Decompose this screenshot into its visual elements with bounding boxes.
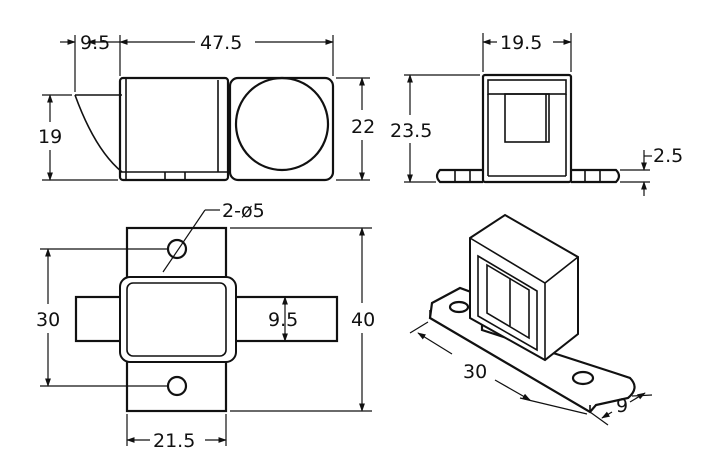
dim-top-bottom-width: 21.5 xyxy=(153,430,195,452)
iso-hole-left xyxy=(448,300,470,314)
dim-top-height: 30 xyxy=(36,309,60,331)
dim-end-height: 23.5 xyxy=(390,120,432,142)
side-view: 9.5 47.5 19 22 xyxy=(38,32,375,182)
isometric-view: 30 9 xyxy=(409,213,653,426)
dim-side-left-width: 9.5 xyxy=(80,32,110,54)
side-body-block xyxy=(118,76,230,182)
dim-iso-length: 30 xyxy=(463,361,487,383)
latch-curve xyxy=(74,94,123,173)
dim-top-overall: 40 xyxy=(351,309,375,331)
dim-top-slot-width: 9.5 xyxy=(268,309,298,331)
top-center-body xyxy=(119,276,237,363)
end-slot xyxy=(504,93,550,143)
roller-circle xyxy=(234,76,330,172)
dim-end-width: 19.5 xyxy=(500,32,542,54)
end-view: 19.5 23.5 2.5 xyxy=(390,32,683,196)
iso-window-outer xyxy=(477,254,538,352)
top-view: 2-ø5 30 9.5 40 21.5 xyxy=(36,200,375,452)
top-hole-lower xyxy=(166,375,188,397)
dim-side-height-right: 22 xyxy=(351,116,375,138)
end-flange-right xyxy=(571,168,621,184)
hole-callout: 2-ø5 xyxy=(222,200,265,222)
end-flange-left xyxy=(435,168,483,184)
dim-iso-width: 9 xyxy=(616,395,628,417)
iso-window-inner xyxy=(486,263,530,340)
dim-end-flange-thickness: 2.5 xyxy=(653,145,683,167)
dim-side-total-width: 47.5 xyxy=(200,32,242,54)
dim-side-height-left: 19 xyxy=(38,126,62,148)
end-body xyxy=(481,73,573,184)
iso-hole-right xyxy=(571,370,595,386)
